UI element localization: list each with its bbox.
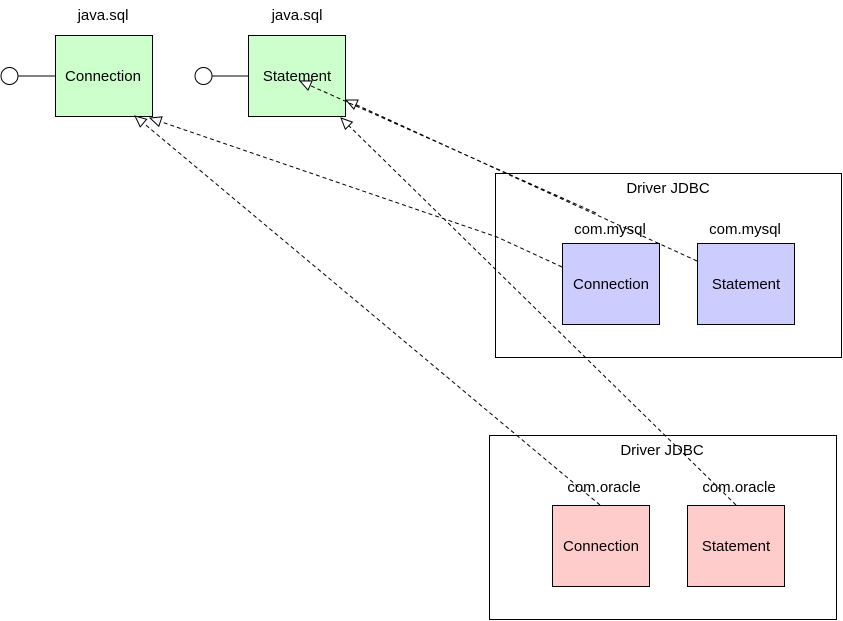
java-sql-connection-package: java.sql — [77, 7, 129, 24]
java-sql-statement-package: java.sql — [271, 7, 323, 24]
oracle-statement-label: Statement — [702, 538, 771, 555]
java-sql-connection-label: Connection — [65, 68, 141, 85]
mysql-statement-label: Statement — [712, 276, 781, 293]
oracle-statement-box[interactable] — [687, 505, 785, 587]
mysql-statement-box[interactable] — [697, 243, 795, 325]
connection-lollipop-icon — [0, 67, 19, 85]
statement-lollipop-icon — [194, 67, 213, 85]
mysql-connection-package: com.mysql — [574, 221, 646, 238]
mysql-driver-title: Driver JDBC — [626, 180, 710, 197]
java-sql-statement-box[interactable] — [248, 35, 346, 117]
mysql-connection-label: Connection — [573, 276, 649, 293]
mysql-statement-realization-arrow — [344, 99, 698, 262]
oracle-statement-realization-arrow — [340, 117, 737, 506]
mysql-connection-statement-arrow — [298, 80, 597, 214]
oracle-connection-package: com.oracle — [567, 479, 640, 496]
java-sql-statement-label: Statement — [263, 68, 332, 85]
mysql-connection-realization-arrow — [148, 116, 563, 268]
oracle-driver-title: Driver JDBC — [620, 442, 704, 459]
mysql-connection-box[interactable] — [562, 243, 660, 325]
oracle-statement-package: com.oracle — [702, 479, 775, 496]
mysql-statement-package: com.mysql — [709, 221, 781, 238]
oracle-connection-label: Connection — [563, 538, 639, 555]
java-sql-connection-box[interactable] — [55, 35, 153, 117]
oracle-connection-realization-arrow — [134, 115, 601, 506]
oracle-connection-box[interactable] — [552, 505, 650, 587]
